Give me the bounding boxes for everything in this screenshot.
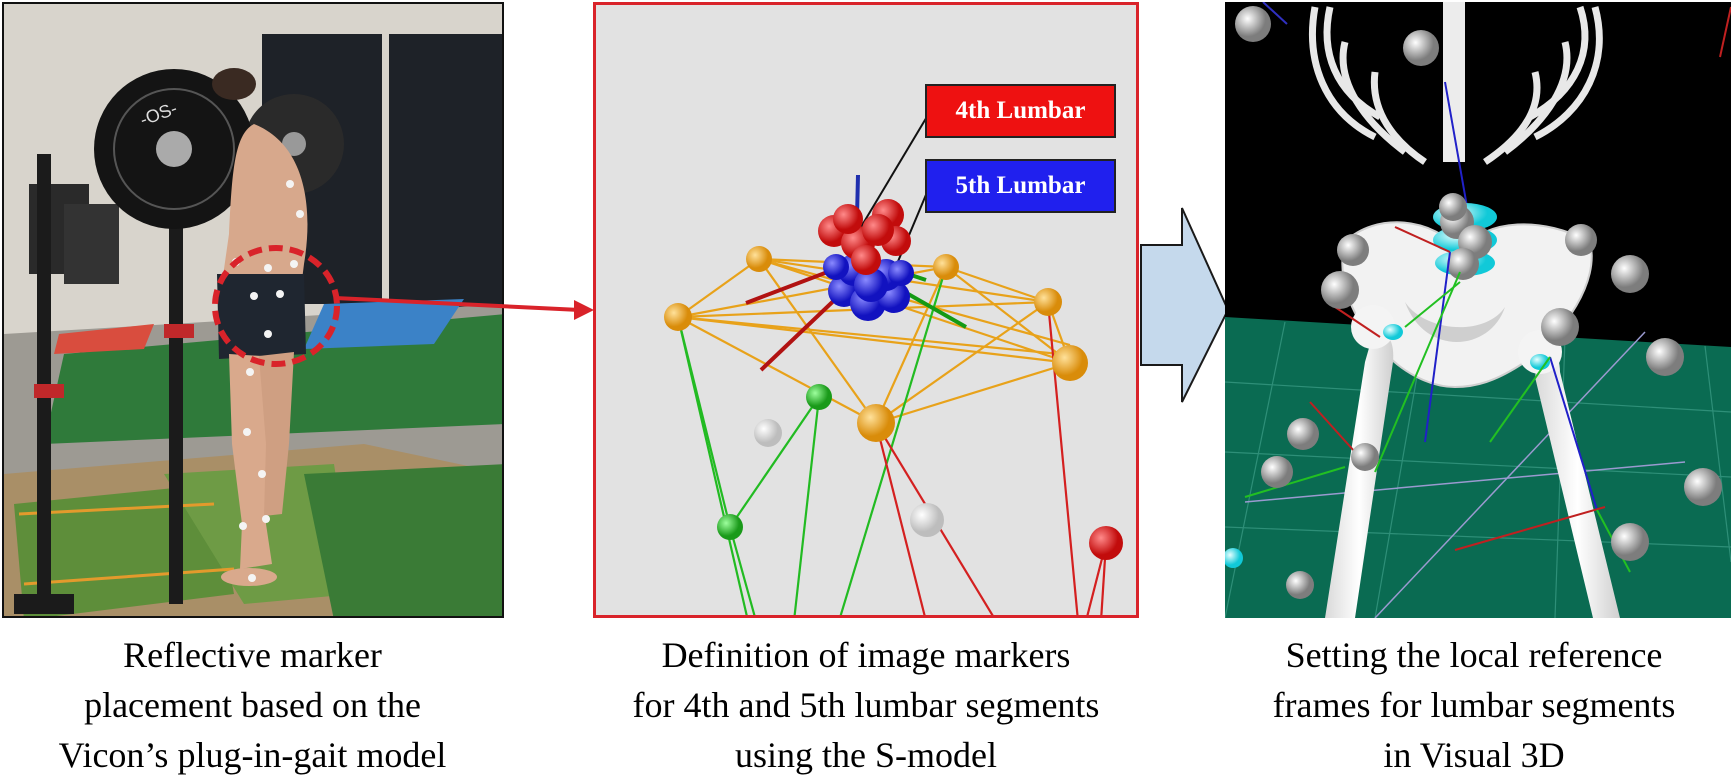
visual3d-view bbox=[1225, 2, 1731, 618]
skeleton-model-3d bbox=[1225, 2, 1731, 618]
caption-line: frames for lumbar segments bbox=[1272, 685, 1676, 725]
label-4th-lumbar: 4th Lumbar bbox=[925, 84, 1116, 138]
caption-line: Setting the local reference bbox=[1285, 635, 1663, 675]
caption-line: Reflective marker bbox=[123, 635, 382, 675]
marker-placement-photo: -OS- bbox=[2, 2, 504, 618]
label-5th-lumbar: 5th Lumbar bbox=[925, 159, 1116, 213]
caption-s-model: Definition of image markers for 4th and … bbox=[580, 630, 1152, 780]
caption-line: using the S-model bbox=[735, 735, 997, 775]
caption-marker-placement: Reflective marker placement based on the… bbox=[0, 630, 505, 780]
caption-line: in Visual 3D bbox=[1383, 735, 1565, 775]
marker-model-3d bbox=[664, 114, 1123, 615]
caption-line: Vicon’s plug-in-gait model bbox=[58, 735, 447, 775]
caption-line: Definition of image markers bbox=[661, 635, 1071, 675]
lifter-illustration: -OS- bbox=[4, 4, 502, 616]
caption-visual3d: Setting the local reference frames for l… bbox=[1215, 630, 1733, 780]
caption-line: for 4th and 5th lumbar segments bbox=[632, 685, 1100, 725]
caption-line: placement based on the bbox=[84, 685, 421, 725]
